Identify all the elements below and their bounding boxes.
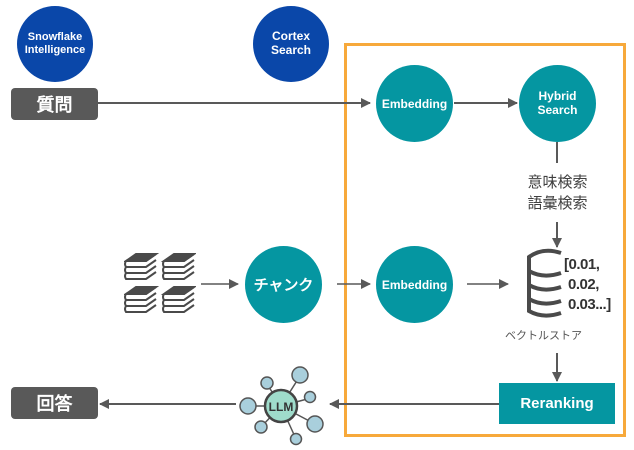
chunk-label: チャンク <box>253 277 314 294</box>
hybrid-label: Hybrid <box>538 88 577 103</box>
hybrid-search-node: Hybrid Search <box>519 65 596 142</box>
reranking-label: Reranking <box>520 395 594 412</box>
snowflake-label: Snowflake <box>27 31 83 44</box>
vector-values: [0.01, 0.02, 0.03...] <box>564 255 611 315</box>
embedding-doc-node: Embedding <box>376 246 453 323</box>
semantic-search-label: 意味検索 <box>527 174 588 191</box>
vector-value-2: 0.02, <box>568 276 599 293</box>
search-types: 意味検索 語彙検索 <box>520 172 595 214</box>
cortex-search-boundary <box>344 43 626 437</box>
llm-icon: LLM <box>239 366 324 446</box>
vector-value-3: 0.03...] <box>568 296 611 313</box>
lexical-search-label: 語彙検索 <box>527 195 588 212</box>
answer-label: 回答 <box>36 394 73 414</box>
question-label: 質問 <box>36 95 73 115</box>
search-label-hybrid: Search <box>537 102 578 117</box>
search-label: Search <box>270 43 312 57</box>
cortex-search-badge: Cortex Search <box>253 6 329 82</box>
embedding-doc-label: Embedding <box>381 277 448 292</box>
chunk-node: チャンク <box>245 246 322 323</box>
llm-label: LLM <box>269 400 294 414</box>
cortex-label: Cortex <box>271 29 310 44</box>
intelligence-label: Intelligence <box>24 44 86 56</box>
vector-store-label: ベクトルストア <box>505 330 582 342</box>
database-icon <box>527 248 562 318</box>
documents-icon <box>124 253 195 313</box>
question-box: 質問 <box>11 88 98 120</box>
answer-box: 回答 <box>11 387 98 419</box>
snowflake-intelligence-badge: Snowflake Intelligence <box>17 6 93 82</box>
embedding-query-label: Embedding <box>381 96 448 111</box>
reranking-node: Reranking <box>499 383 615 424</box>
embedding-query-node: Embedding <box>376 65 453 142</box>
vector-value-1: [0.01, <box>564 256 600 273</box>
